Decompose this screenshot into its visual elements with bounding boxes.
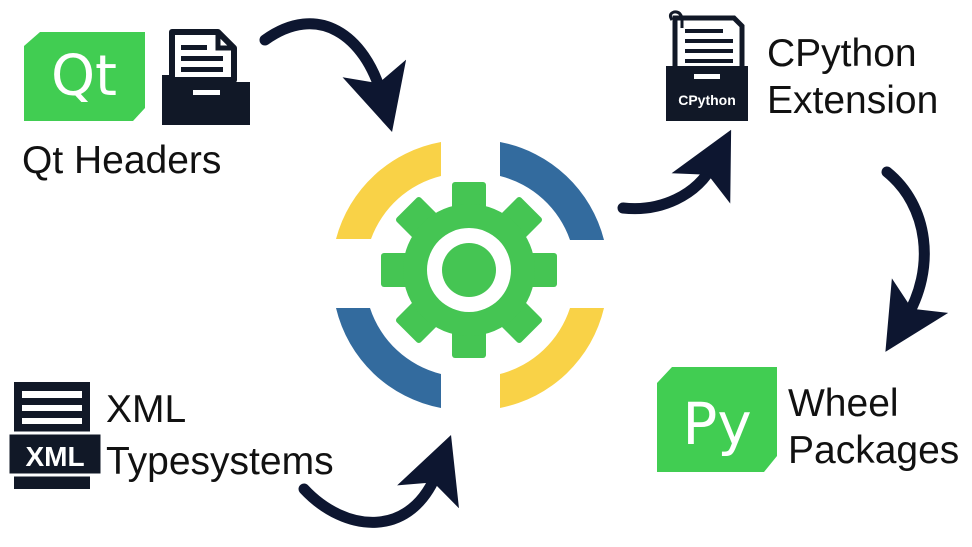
qt-headers-label: Qt Headers [22,139,221,182]
xml-typesystems-node: XML XML Typesystems [6,382,334,489]
ring-segment-top-left [336,142,441,239]
arrow-xml-to-gear [298,434,459,528]
wheel-packages-label-line2: Packages [788,429,959,472]
xml-typesystems-label-line1: XML [106,388,186,431]
folder-document-icon [162,29,250,125]
cpython-extension-label-line2: Extension [767,79,938,122]
xml-document-icon: XML [6,382,104,489]
arrow-cpython-to-wheel [881,166,949,352]
center-processing-icon [336,142,604,408]
qt-logo: Qt [24,32,145,121]
gear-icon [381,182,557,358]
python-wheel-logo-text: Py [682,390,751,458]
qt-headers-node: Qt Qt Headers [22,29,250,182]
wheel-packages-node: Py Wheel Packages [657,367,959,472]
cpython-file-box-icon: CPython [666,10,748,121]
xml-typesystems-label-line2: Typesystems [106,440,334,483]
wheel-packages-label-line1: Wheel [788,382,899,425]
cpython-extension-node: CPython CPython Extension [666,10,938,122]
xml-badge-text: XML [25,441,84,472]
ring-segment-top-right [500,142,604,240]
arrow-qt-to-gear [259,18,407,133]
ring-segment-bottom-left [336,308,441,408]
arrow-gear-to-cpython [617,129,732,215]
qt-logo-text: Qt [51,44,117,109]
cpython-extension-label-line1: CPython [767,32,917,75]
ring-segment-bottom-right [500,308,604,408]
cpython-badge-text: CPython [678,92,736,108]
python-wheel-logo: Py [657,367,777,472]
